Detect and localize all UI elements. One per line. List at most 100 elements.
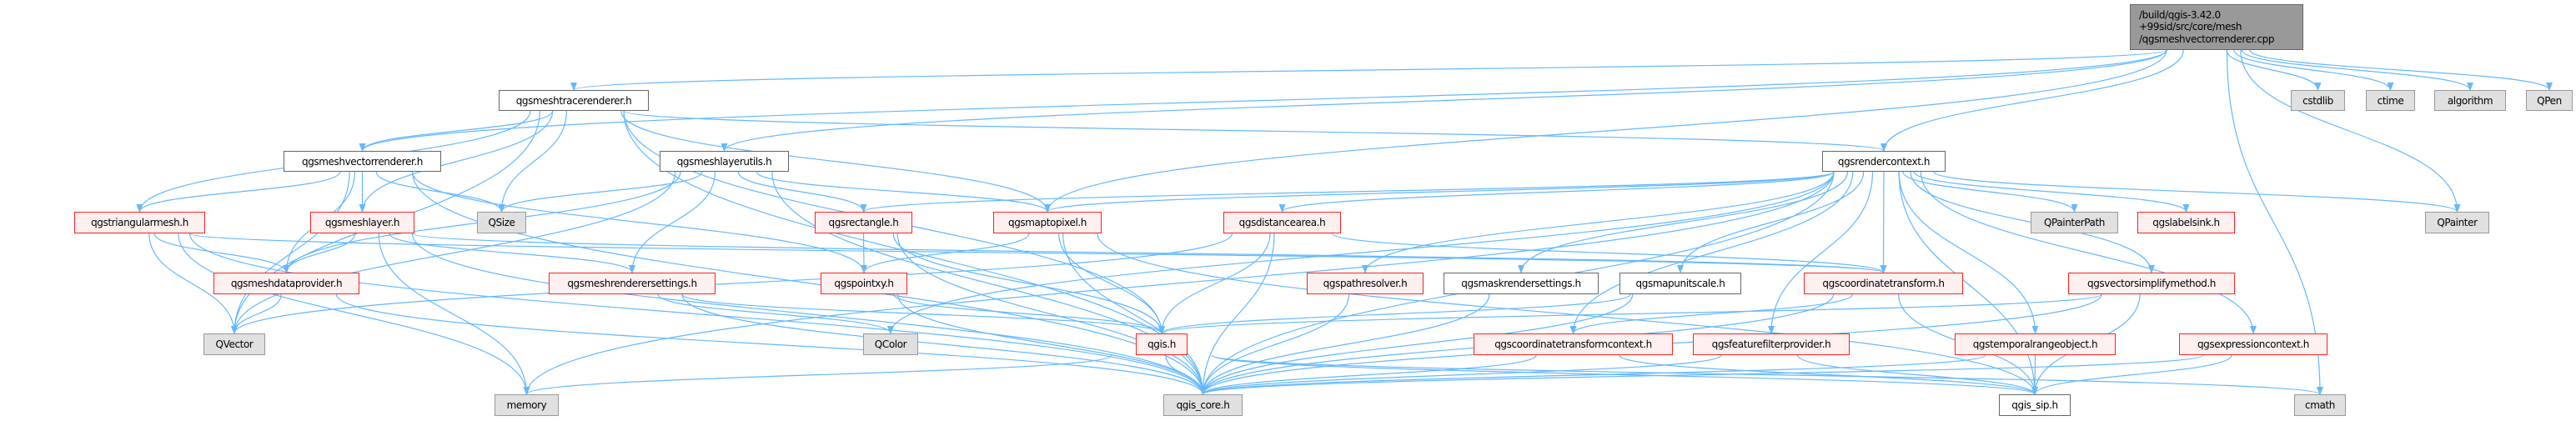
graph-node-renderersettings[interactable]: qgsmeshrenderersettings.h (549, 273, 716, 294)
edge-renderersettings-to-QColor (657, 293, 894, 334)
edge-dataprovider-to-QVector (231, 293, 282, 334)
graph-node-vectorsimplify[interactable]: qgsvectorsimplifymethod.h (2068, 273, 2235, 294)
edge-maskrender-to-qgis_core (1199, 293, 1490, 395)
graph-node-memory[interactable]: memory (495, 394, 559, 416)
edge-rendercontext-to-maptopixel (1044, 171, 1835, 213)
edge-root-to-vectorr (359, 49, 2167, 152)
graph-node-QColor[interactable]: QColor (863, 333, 918, 355)
edge-rendercontext-to-rectangle (860, 171, 1835, 213)
edge-rectangle-to-qgis (892, 233, 1165, 334)
graph-node-mapunitscale[interactable]: qgsmapunitscale.h (1619, 273, 1741, 294)
edge-rendercontext-to-ctcontext (1569, 171, 1854, 334)
graph-node-QPen[interactable]: QPen (2526, 90, 2573, 111)
edge-vectorr-to-triangular (136, 171, 341, 213)
graph-node-featurefilter[interactable]: qgsfeaturefilterprovider.h (1693, 333, 1850, 355)
graph-node-dataprovider[interactable]: qgsmeshdataprovider.h (213, 273, 359, 294)
edge-meshlayer-to-coordtransform (411, 233, 1886, 273)
graph-node-QSize[interactable]: QSize (477, 212, 526, 233)
edge-root-to-QPen (2249, 49, 2553, 91)
edge-root-to-rendercontext (1881, 49, 2184, 152)
edge-layerutils-to-QSize (498, 171, 703, 213)
edge-rendercontext-to-QColor (887, 171, 1835, 334)
graph-node-vectorr[interactable]: qgsmeshvectorrenderer.h (284, 151, 441, 172)
edge-renderersettings-to-qgis_core (681, 293, 1207, 395)
graph-node-rectangle[interactable]: qgsrectangle.h (815, 212, 912, 233)
edge-rendercontext-to-featurefilter (1768, 171, 1874, 334)
graph-node-maskrender[interactable]: qgsmaskrendersettings.h (1444, 273, 1599, 294)
graph-node-exprcontext[interactable]: qgsexpressioncontext.h (2179, 333, 2327, 355)
edge-root-to-tracer (570, 49, 2167, 91)
graph-node-labelsink[interactable]: qgslabelsink.h (2137, 212, 2235, 233)
edge-layerutils-to-rectangle (737, 171, 867, 213)
edge-layerutils-to-maptopixel (756, 171, 1051, 213)
graph-node-rendercontext[interactable]: qgsrendercontext.h (1822, 151, 1946, 172)
graph-node-triangular[interactable]: qgstriangularmesh.h (74, 212, 205, 233)
edge-root-to-algorithm (2241, 49, 2473, 91)
graph-node-ctcontext[interactable]: qgscoordinatetransformcontext.h (1474, 333, 1673, 355)
edge-meshlayer-to-renderersettings (389, 233, 635, 273)
graph-node-maptopixel[interactable]: qgsmaptopixel.h (993, 212, 1102, 233)
edge-vectorr-to-pointxy (411, 171, 867, 273)
edge-qgis-to-memory (523, 354, 1112, 395)
edge-qgis-to-cmath (1211, 354, 2323, 395)
graph-node-cmath[interactable]: cmath (2294, 394, 2346, 416)
graph-node-pointxy[interactable]: qgspointxy.h (821, 273, 907, 294)
edge-vectorr-to-QVector (231, 171, 350, 334)
graph-node-qgis_sip[interactable]: qgis_sip.h (1999, 394, 2071, 416)
graph-node-algorithm[interactable]: algorithm (2434, 90, 2506, 111)
graph-node-coordtransform[interactable]: qgscoordinatetransform.h (1804, 273, 1963, 294)
edge-root-to-layerutils (721, 49, 2167, 152)
graph-node-cstdlib[interactable]: cstdlib (2291, 90, 2345, 111)
graph-node-root[interactable]: /build/qgis-3.42.0 +99sid/src/core/mesh … (2130, 4, 2303, 50)
graph-node-distancearea[interactable]: qgsdistancearea.h (1223, 212, 1341, 233)
edge-meshlayer-to-memory (378, 233, 530, 395)
graph-node-meshlayer[interactable]: qgsmeshlayer.h (310, 212, 414, 233)
graph-node-tracer[interactable]: qgsmeshtracerenderer.h (499, 90, 649, 111)
edge-renderersettings-to-qgis (681, 293, 1165, 334)
graph-node-QPainterPath[interactable]: QPainterPath (2031, 212, 2118, 233)
edge-maptopixel-to-qgis_sip (1097, 233, 2038, 395)
edge-qgis-to-qgis_core (1165, 354, 1207, 395)
edge-featurefilter-to-qgis_sip (1797, 354, 2038, 395)
edge-tracer-to-maptopixel (620, 110, 1051, 213)
edge-distancearea-to-qgis (1158, 233, 1271, 334)
edge-temporal-to-qgis_core (1199, 354, 1986, 395)
graph-node-qgis_core[interactable]: qgis_core.h (1163, 394, 1243, 416)
edge-exprcontext-to-qgis_core (1199, 354, 2204, 395)
edge-rendercontext-to-exprcontext (1920, 171, 2257, 334)
edge-rendercontext-to-QPainterPath (1902, 171, 2078, 213)
graph-node-qgis[interactable]: qgis.h (1136, 333, 1188, 355)
edge-pathresolver-to-qgis_core (1199, 293, 1350, 395)
edge-triangular-to-dataprovider (153, 233, 290, 273)
edge-rendercontext-to-pathresolver (1362, 171, 1835, 273)
edge-dataprovider-to-qgis_core (335, 293, 1207, 395)
edge-featurefilter-to-qgis_core (1199, 354, 1722, 395)
graph-node-layerutils[interactable]: qgsmeshlayerutils.h (660, 151, 789, 172)
edge-layerutils-to-renderersettings (629, 171, 716, 273)
graph-node-temporal[interactable]: qgstemporalrangeobject.h (1955, 333, 2116, 355)
edge-rendercontext-to-distancearea (1278, 171, 1835, 213)
graph-node-QPainter[interactable]: QPainter (2425, 212, 2489, 233)
graph-node-QVector[interactable]: QVector (203, 333, 265, 355)
edge-triangular-to-qgis_core (188, 233, 1207, 395)
graph-node-ctime[interactable]: ctime (2366, 90, 2415, 111)
edge-coordtransform-to-ctcontext (1569, 293, 1853, 334)
edge-pointxy-to-qgis (893, 293, 1165, 334)
edge-mapunitscale-to-qgis (1158, 293, 1631, 334)
edge-rendercontext-to-labelsink (1913, 171, 2190, 213)
edge-rendercontext-to-memory (523, 171, 1835, 395)
edge-distancearea-to-QVector (231, 233, 1233, 334)
edge-triangular-to-coordtransform (188, 233, 1886, 273)
edge-ctcontext-to-qgis_sip (1619, 354, 2038, 395)
edge-exprcontext-to-qgis_sip (2031, 354, 2232, 395)
edge-distancearea-to-coordtransform (1331, 233, 1887, 273)
graph-node-pathresolver[interactable]: qgspathresolver.h (1307, 273, 1424, 294)
edge-maptopixel-to-pointxy (861, 233, 1030, 273)
edge-meshlayer-to-qgis_core (411, 233, 1207, 395)
edge-rendercontext-to-maskrender (1518, 171, 1849, 273)
edge-root-to-cmath (2226, 49, 2323, 395)
edge-rendercontext-to-QPainter (1933, 171, 2461, 213)
edge-root-to-maptopixel (1044, 49, 2167, 213)
